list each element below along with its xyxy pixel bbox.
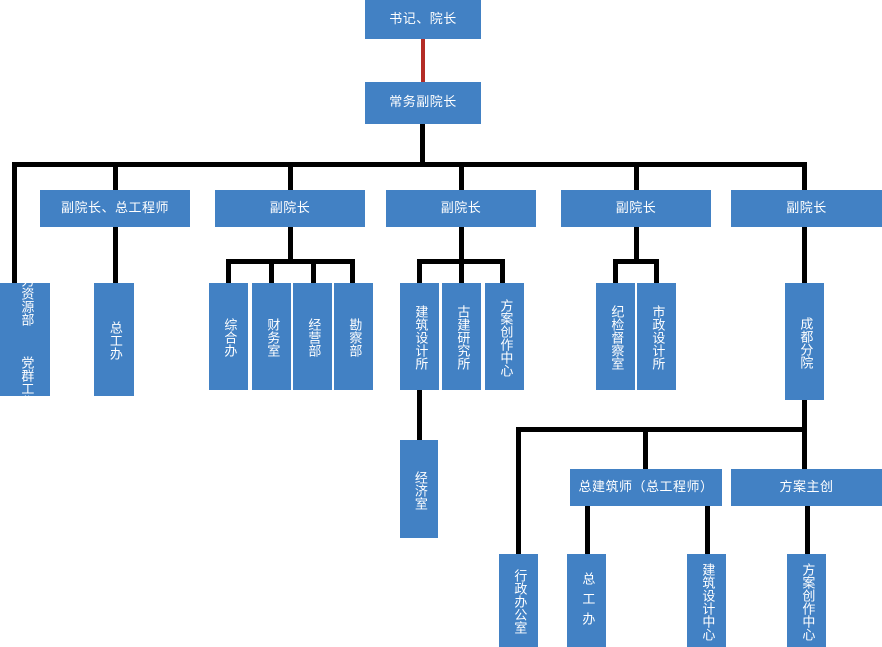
connector-vp2-bus [226, 259, 355, 264]
connector-drop-general-office [226, 259, 231, 284]
connector-scheme-chief-to-center [805, 505, 810, 554]
node-chief-architect[interactable]: 总建筑师（总工程师） [570, 469, 722, 506]
connector-drop-survey-dept [350, 259, 355, 284]
connector-drop-arch-design-institute [417, 259, 422, 284]
node-vp-3[interactable]: 副院长 [386, 190, 536, 227]
connector-drop-vp5 [802, 162, 807, 190]
connector-drop-finance-office [269, 259, 274, 284]
connector-drop-vp2 [288, 162, 293, 190]
node-executive-vice-president[interactable]: 常务副院长 [365, 82, 481, 124]
connector-vp2-stem [288, 226, 293, 262]
connector-drop-vp1 [113, 162, 118, 190]
connector-chengdu-bus [516, 427, 807, 432]
connector-drop-municipal-institute [654, 259, 659, 284]
node-scheme-creation-center[interactable]: 方案创作中心 [485, 283, 524, 390]
node-secretary-president[interactable]: 书记、院长 [365, 0, 481, 39]
connector-drop-vp3 [459, 162, 464, 190]
connector-chengdu-stem [802, 400, 807, 430]
node-vp-5[interactable]: 副院长 [731, 190, 882, 227]
node-vp-4[interactable]: 副院长 [561, 190, 711, 227]
node-branch-chief-engineer-office[interactable]: 总工办 [567, 554, 606, 647]
connector-vp3-stem [459, 226, 464, 262]
node-business-dept[interactable]: 经营部 [293, 283, 332, 390]
connector-arch-institute-to-economic-office [417, 390, 422, 442]
connector-drop-discipline-office [613, 259, 618, 284]
connector-vp5-to-chengdu-branch [802, 226, 807, 284]
connector-chief-architect-to-ce-office [585, 505, 590, 554]
connector-president-to-exec-vp [421, 38, 425, 82]
connector-chief-architect-to-design-center [705, 505, 710, 554]
connector-drop-business-dept [311, 259, 316, 284]
node-municipal-design-institute[interactable]: 市政设计所 [637, 283, 676, 390]
connector-drop-ancient-arch-institute [459, 259, 464, 284]
connector-drop-chief-architect [643, 427, 648, 469]
node-discipline-inspection-office[interactable]: 纪检督察室 [596, 283, 635, 390]
node-hr-party-dept[interactable]: 人力资源部 党群工作部 [0, 261, 50, 421]
connector-drop-admin-office [516, 427, 521, 554]
node-vp-chief-engineer[interactable]: 副院长、总工程师 [40, 190, 190, 227]
connector-vp4-bus [613, 259, 659, 264]
connector-exec-vp-stem [420, 123, 425, 165]
connector-main-bus [12, 162, 807, 167]
node-vp-2[interactable]: 副院长 [215, 190, 365, 227]
node-architecture-design-center[interactable]: 建筑设计中心 [687, 554, 726, 647]
node-general-office[interactable]: 综合办 [209, 283, 248, 390]
node-survey-dept[interactable]: 勘察部 [334, 283, 373, 390]
node-economic-office[interactable]: 经济室 [400, 440, 438, 538]
node-finance-office[interactable]: 财务室 [252, 283, 291, 390]
connector-drop-scheme-creation-center [500, 259, 505, 284]
node-ancient-architecture-institute[interactable]: 古建研究所 [442, 283, 481, 390]
connector-drop-scheme-chief [802, 427, 807, 469]
connector-drop-hr-party [12, 162, 17, 284]
connector-vp1-to-chief-eng-office [113, 226, 118, 284]
node-chief-engineer-office[interactable]: 总工办 [94, 283, 134, 396]
node-architecture-design-institute[interactable]: 建筑设计所 [400, 283, 439, 390]
node-chengdu-branch[interactable]: 成都分院 [785, 283, 824, 400]
connector-drop-vp4 [634, 162, 639, 190]
node-scheme-chief-designer[interactable]: 方案主创 [731, 469, 882, 506]
connector-vp4-stem [634, 226, 639, 262]
node-admin-office[interactable]: 行政办公室 [499, 554, 538, 647]
node-branch-scheme-creation-center[interactable]: 方案创作中心 [787, 554, 826, 647]
